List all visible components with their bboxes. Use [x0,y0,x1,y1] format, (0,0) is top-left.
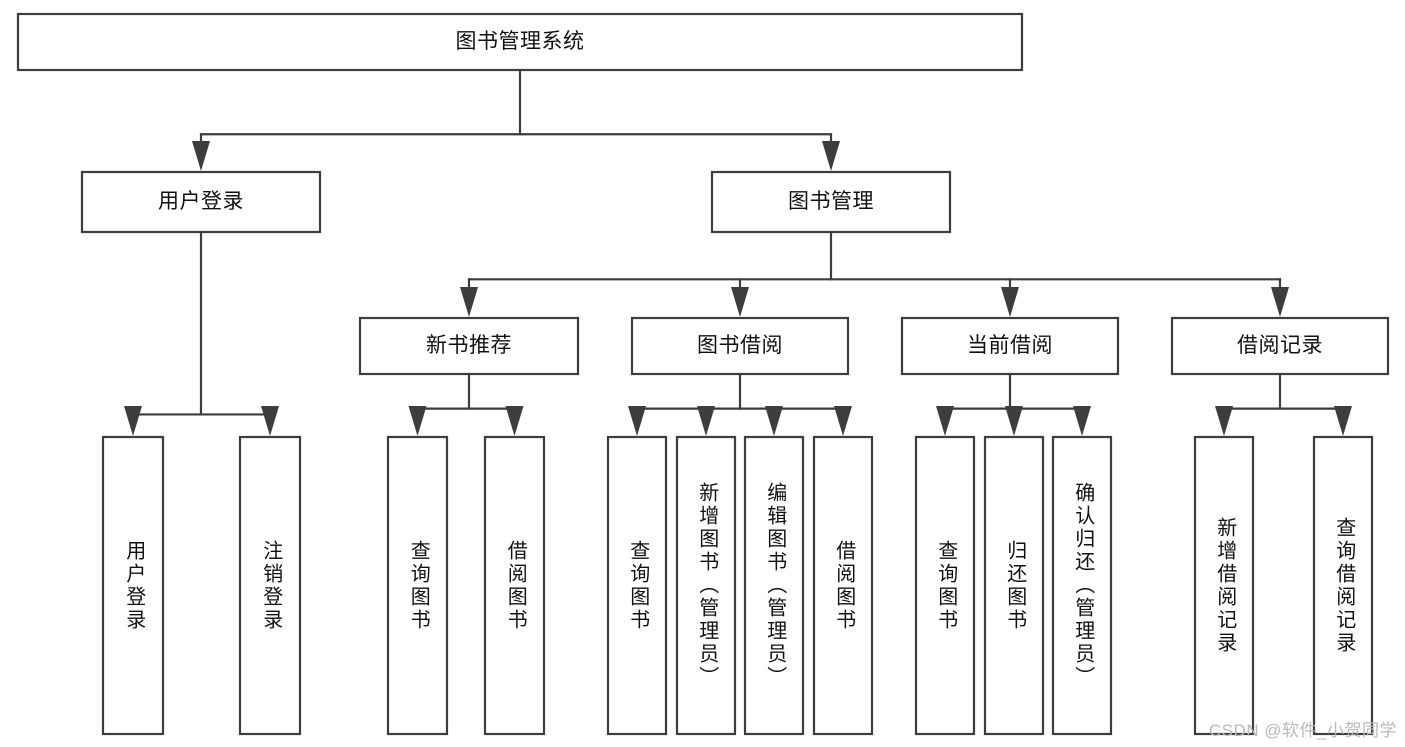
node-box-user-login [80,170,322,234]
arrow-head-new-book-recommend [460,287,478,317]
node-box-leaf-user-logout [238,435,302,736]
arrow-head-user-login [192,141,210,171]
arrow-head-leaf-add-record [1215,406,1233,436]
node-box-leaf-borrow-book-1 [483,435,546,736]
arrow-head-leaf-query-record [1334,406,1352,436]
node-box-leaf-confirm-return [1051,435,1113,736]
arrow-head-leaf-query-book-2 [628,406,646,436]
node-box-book-manage [710,170,952,234]
arrow-head-leaf-confirm-return [1073,406,1091,436]
node-box-leaf-borrow-book-2 [812,435,874,736]
node-box-borrow-record [1170,316,1390,376]
arrow-head-leaf-user-login [124,406,142,436]
arrow-head-book-borrow [731,287,749,317]
arrow-head-leaf-return-book [1005,406,1023,436]
edges-layer [124,68,1352,436]
node-box-new-book-recommend [358,316,580,376]
node-box-leaf-add-record [1193,435,1255,736]
arrow-head-leaf-borrow-book-2 [834,406,852,436]
arrow-head-leaf-query-book-1 [408,406,427,436]
watermark-text: CSDN @软件_小贺同学 [1208,721,1397,740]
node-box-root [16,12,1024,72]
arrow-head-leaf-query-book-3 [936,406,954,436]
node-box-leaf-query-book-2 [606,435,668,736]
arrow-head-borrow-record [1271,287,1289,317]
arrow-head-current-borrow [1001,287,1019,317]
node-box-leaf-return-book [983,435,1045,736]
arrow-head-book-manage [822,141,840,171]
node-box-leaf-user-login [101,435,165,736]
node-box-leaf-query-book-3 [914,435,976,736]
node-box-current-borrow [900,316,1120,376]
node-box-leaf-add-book [675,435,737,736]
arrow-head-leaf-add-book [697,406,715,436]
arrow-head-leaf-user-logout [261,406,279,436]
node-box-leaf-edit-book [743,435,805,736]
boxes-layer [16,12,1390,736]
node-box-leaf-query-record [1312,435,1374,736]
arrow-head-leaf-borrow-book-1 [505,406,524,436]
node-box-book-borrow [630,316,850,376]
arrow-head-leaf-edit-book [765,406,783,436]
node-box-leaf-query-book-1 [386,435,449,736]
